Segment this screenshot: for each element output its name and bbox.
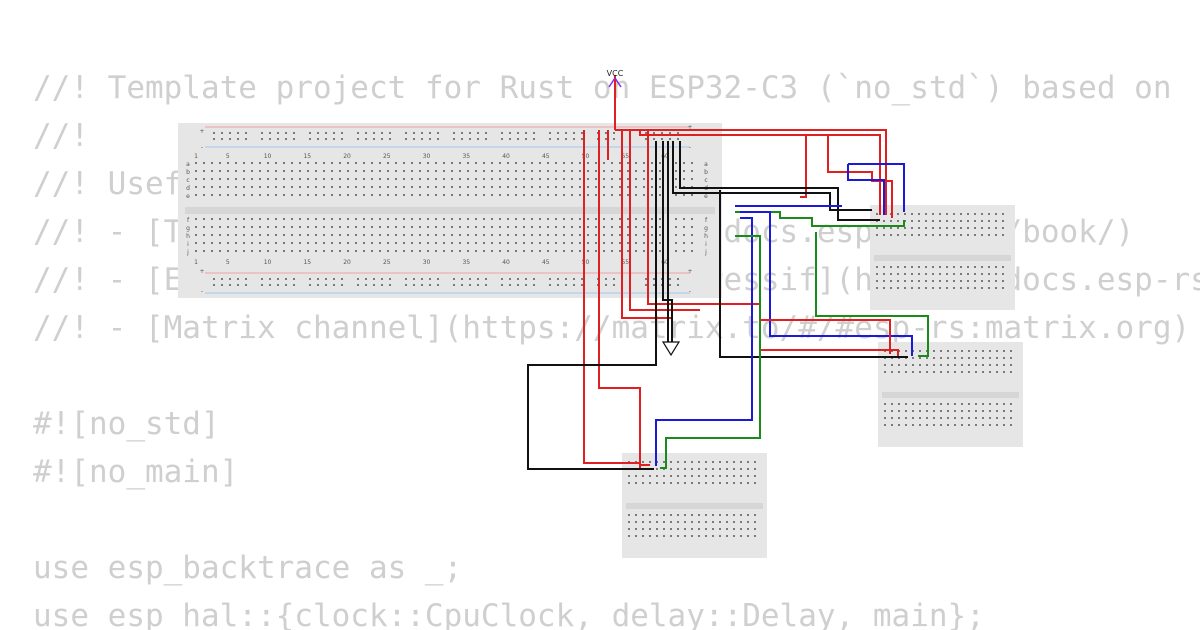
rail-symbol: + (687, 124, 692, 131)
power-wire (760, 319, 891, 354)
column-number: 25 (383, 153, 391, 160)
column-number: 45 (542, 153, 550, 160)
column-number: 20 (343, 153, 351, 160)
column-number: 35 (462, 259, 470, 266)
code-line: //! Template project for Rust on ESP32-C… (33, 70, 1172, 106)
code-line: use esp_hal::{clock::CpuClock, delay::De… (33, 598, 985, 630)
rail-symbol: + (199, 128, 204, 135)
power-wire (827, 135, 893, 218)
breadboard-center-channel (882, 392, 1019, 398)
vcc-label: VCC (607, 69, 624, 78)
column-number: 15 (303, 153, 311, 160)
ground-wire (672, 141, 872, 211)
code-line: use esp_backtrace as _; (33, 550, 463, 586)
column-number: 50 (582, 153, 590, 160)
column-number: 60 (661, 259, 669, 266)
row-letter: d (186, 185, 190, 192)
column-number: 30 (423, 153, 431, 160)
rail-symbol: - (201, 288, 203, 295)
signal-wire-blue (740, 211, 913, 356)
breadboard-center-channel (626, 503, 763, 509)
power-wire (583, 130, 641, 470)
signal-wire-blue (847, 164, 885, 215)
rail-symbol: - (201, 144, 203, 151)
column-number: 55 (621, 153, 629, 160)
rail-symbol: - (689, 288, 691, 295)
power-wire (598, 130, 650, 466)
row-letter: c (186, 177, 189, 184)
column-number: 60 (661, 153, 669, 160)
row-letter: f (705, 217, 708, 224)
ground-wire (679, 141, 880, 221)
column-number: 5 (226, 153, 230, 160)
row-letter: j (186, 249, 189, 256)
column-number: 25 (383, 259, 391, 266)
column-number: 20 (343, 259, 351, 266)
signal-wire-green (660, 235, 761, 469)
row-letter: c (704, 177, 707, 184)
schematic-symbols: VCC (607, 69, 681, 357)
row-letter: h (186, 233, 190, 240)
column-number: 45 (542, 259, 550, 266)
code-line: //! (33, 118, 89, 154)
signal-wire-blue (655, 217, 753, 466)
row-letter: e (704, 193, 708, 200)
row-letter: b (186, 169, 190, 176)
power-wire (800, 135, 807, 198)
column-number: 10 (264, 259, 272, 266)
row-letter: a (186, 161, 190, 168)
row-letter: f (187, 217, 190, 224)
column-number: 30 (423, 259, 431, 266)
breadboard-center-channel (874, 255, 1011, 261)
vcc-arrow-icon (608, 77, 622, 88)
code-line: #![no_std] (33, 406, 220, 442)
column-number: 55 (621, 259, 629, 266)
signal-wire-green (735, 211, 905, 227)
column-number: 15 (303, 259, 311, 266)
column-number: 1 (194, 153, 198, 160)
column-number: 40 (502, 259, 510, 266)
breadboard-center-channel (185, 207, 715, 214)
rail-symbol: - (689, 144, 691, 151)
breadboard-right-bottom (878, 342, 1023, 447)
column-number: 50 (582, 259, 590, 266)
breadboards: +-+-+-+-11551010151520202525303035354040… (178, 123, 1023, 558)
code-line: #![no_main] (33, 454, 239, 490)
column-number: 35 (462, 153, 470, 160)
rail-symbol: + (687, 268, 692, 275)
row-letter: b (704, 169, 708, 176)
breadboard-holes (195, 162, 693, 196)
row-letter: g (704, 225, 708, 232)
row-letter: h (704, 233, 708, 240)
column-number: 10 (264, 153, 272, 160)
ground-triangle-icon (661, 341, 681, 357)
column-number: 1 (194, 259, 198, 266)
signal-wire-green (815, 232, 929, 357)
main-breadboard: +-+-+-+-11551010151520202525303035354040… (178, 123, 722, 298)
row-letter: i (705, 241, 707, 248)
signal-wire-blue (848, 163, 905, 212)
breadboard-bottom (622, 453, 767, 558)
code-line: //! - [Matrix channel](https://matrix.to… (33, 310, 1191, 346)
power-wire (615, 129, 887, 215)
rail-symbol: + (199, 268, 204, 275)
breadboard-right-top (870, 205, 1015, 310)
ground-wire (719, 190, 908, 358)
ground-wire (527, 141, 657, 470)
row-letter: j (704, 249, 707, 256)
row-letter: g (186, 225, 190, 232)
row-letter: a (704, 161, 708, 168)
wires (527, 75, 929, 470)
column-number: 5 (226, 259, 230, 266)
power-wire (639, 130, 881, 215)
row-letter: i (187, 241, 189, 248)
column-number: 40 (502, 153, 510, 160)
power-wire (629, 130, 700, 311)
row-letter: e (186, 193, 190, 200)
breadboard-holes (195, 218, 693, 252)
